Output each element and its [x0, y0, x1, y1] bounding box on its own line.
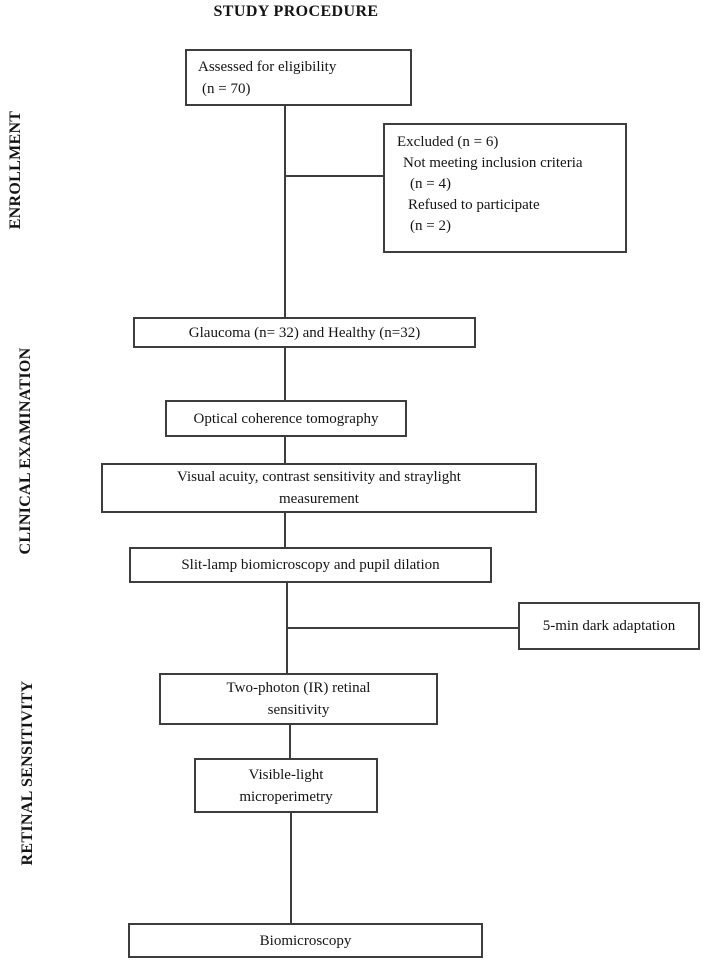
connector-visible-light-to-biomicroscopy — [290, 813, 292, 923]
connector-oct-to-visual-acuity — [284, 437, 286, 463]
box-excluded: Excluded (n = 6) Not meeting inclusion c… — [383, 123, 627, 253]
diagram-title: STUDY PROCEDURE — [213, 3, 379, 20]
box-two-photon-retinal-sensitivity: Two-photon (IR) retinal sensitivity — [159, 673, 438, 725]
box-text-line: Refused to participate — [408, 197, 540, 213]
box-optical-coherence-tomography: Optical coherence tomography — [165, 400, 407, 437]
connector-branch-to-excluded — [286, 175, 383, 177]
connector-slit-lamp-to-two-photon — [286, 583, 288, 673]
box-slit-lamp-biomicroscopy: Slit-lamp biomicroscopy and pupil dilati… — [129, 547, 492, 583]
connector-two-photon-to-visible-light — [289, 725, 291, 758]
box-text-line: (n = 4) — [410, 176, 451, 192]
box-dark-adaptation: 5-min dark adaptation — [518, 602, 700, 650]
box-text-line: Excluded (n = 6) — [397, 134, 499, 150]
connector-cohort-to-oct — [284, 348, 286, 400]
connector-assessed-to-cohort — [284, 106, 286, 317]
box-visible-light-microperimetry: Visible-light microperimetry — [194, 758, 378, 813]
connector-branch-to-dark-adaptation — [288, 627, 518, 629]
box-biomicroscopy: Biomicroscopy — [128, 923, 483, 958]
phase-label-enrollment: ENROLLMENT — [7, 110, 24, 230]
box-text-line: Assessed for eligibility — [198, 59, 337, 75]
box-visual-acuity-contrast-straylight: Visual acuity, contrast sensitivity and … — [101, 463, 537, 513]
connector-visual-acuity-to-slit-lamp — [284, 513, 286, 547]
phase-label-retinal-sensitivity: RETINAL SENSITIVITY — [19, 680, 36, 866]
box-text-line: (n = 2) — [410, 218, 451, 234]
box-glaucoma-and-healthy: Glaucoma (n= 32) and Healthy (n=32) — [133, 317, 476, 348]
phase-label-clinical-examination: CLINICAL EXAMINATION — [17, 347, 34, 555]
box-text-line: (n = 70) — [202, 81, 251, 97]
box-assessed-for-eligibility: Assessed for eligibility (n = 70) — [185, 49, 412, 106]
box-text-line: Not meeting inclusion criteria — [403, 155, 583, 171]
